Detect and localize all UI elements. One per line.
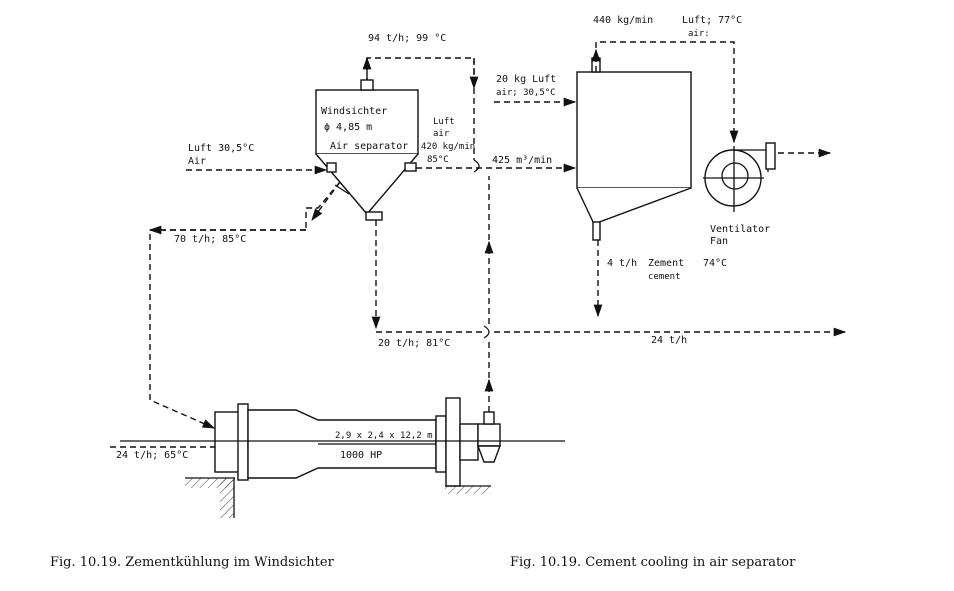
label-luft-mid-rate: 420 kg/min (421, 142, 475, 152)
ventilator-fan (703, 142, 776, 212)
mill-inlet-flange (237, 403, 249, 481)
ball-mill (120, 397, 565, 518)
label-fan-air-de: Luft; 77°C (682, 15, 742, 26)
cooler-cone (576, 187, 692, 225)
label-luft-mid-temp: 85°C (427, 155, 449, 165)
mill-discharge-housing (477, 423, 501, 447)
fan-impeller (721, 162, 749, 190)
label-cooler-air-de: 20 kg Luft (496, 74, 556, 85)
caption-german: Fig. 10.19. Zementkühlung im Windsichter (50, 555, 335, 570)
caption-english: Fig. 10.19. Cement cooling in air separa… (510, 555, 796, 570)
label-fan-air-rate: 440 kg/min (593, 15, 653, 26)
label-cement-en: cement (648, 272, 681, 282)
separator-air-inlet (326, 162, 337, 173)
flow-recirc-start (311, 181, 341, 222)
separator-bottom-outlet (365, 211, 383, 221)
fan-label-en: Fan (710, 236, 728, 247)
separator-top-outlet (360, 79, 374, 91)
separator-air-outlet (404, 162, 417, 172)
label-cement-rate: 4 t/h (607, 258, 637, 269)
mill-dimensions: 2,9 x 2,4 x 12,2 m (335, 431, 433, 441)
flow-cooler-to-fan (595, 41, 739, 144)
mill-power: 1000 HP (340, 450, 382, 461)
fan-outlet (765, 142, 776, 170)
flow-recirc-to-mill (149, 229, 306, 429)
fan-label-de: Ventilator (710, 224, 770, 235)
label-cooler-air-en: air; 30,5°C (496, 88, 556, 98)
mill-outlet-flange (445, 397, 461, 487)
cement-cooler (576, 57, 692, 241)
foundation-left (185, 478, 235, 488)
label-recirc: 70 t/h; 85°C (174, 234, 246, 245)
separator-name-de: Windsichter (321, 106, 387, 117)
label-product: 24 t/h (651, 335, 687, 346)
cooler-body (576, 71, 692, 189)
label-cement-de: Zement (648, 258, 684, 269)
label-luft-in-de: Luft 30,5°C (188, 143, 254, 154)
air-separator (315, 79, 419, 221)
foundation-right (445, 486, 491, 494)
label-luft-mid-en: air (433, 129, 450, 139)
label-bottom-flow: 20 t/h; 81°C (378, 338, 450, 349)
label-luft-in-en: Air (188, 156, 206, 167)
cooler-outlet (592, 221, 601, 241)
label-fan-air-en: air: (688, 29, 710, 39)
separator-name-en: Air separator (330, 141, 408, 152)
label-top-flow: 94 t/h; 99 °C (368, 33, 446, 44)
separator-body (315, 89, 419, 155)
flow-separator-top (366, 57, 479, 90)
label-luft-mid-de: Luft (433, 117, 455, 127)
label-pipe-flow: 425 m³/min (492, 155, 552, 166)
separator-diameter: ϕ 4,85 m (324, 122, 372, 133)
label-mill-feed: 24 t/h; 65°C (116, 450, 188, 461)
label-cement-temp: 74°C (703, 258, 727, 269)
